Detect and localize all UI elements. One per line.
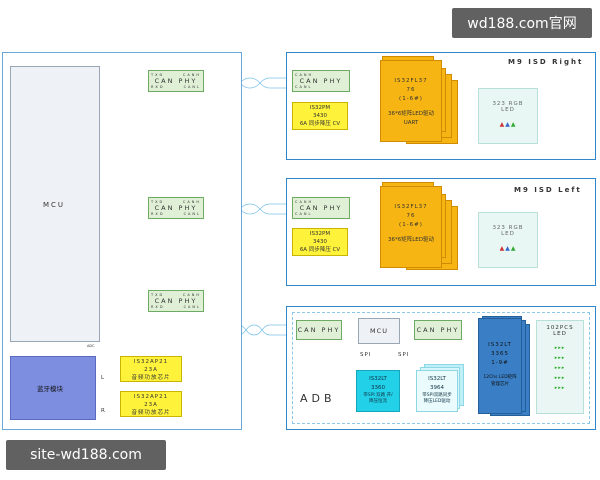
panel-title: M9 ISD Right [508, 58, 584, 66]
channel-l-label: L [101, 375, 105, 381]
rgb-led-icon: ▲▲▲ [499, 121, 517, 128]
bluetooth-label: 蓝牙模块 [37, 385, 63, 393]
adb-inner-dashed [292, 312, 590, 424]
channel-r-label: R [101, 408, 105, 414]
adb-title: ADB [300, 392, 336, 405]
can-phy-label: CAN PHY [154, 297, 198, 305]
can-phy-isd-right: CAN PHY CANH CANL [292, 70, 350, 92]
spi-label-2: SPI [398, 352, 410, 358]
can-phy-isd-left: CAN PHY CANH CANL [292, 197, 350, 219]
watermark-bottom: site-wd188.com [6, 440, 166, 470]
can-phy-2: CAN PHY TXD RXD CANH CANL [148, 197, 204, 219]
can-phy-adb-out: CAN PHY [414, 320, 462, 340]
can-phy-1: CAN PHY TXD RXD CANH CANL [148, 70, 204, 92]
can-phy-adb-in: CAN PHY [296, 320, 342, 340]
panel-title: M9 ISD Left [514, 186, 582, 194]
rgb-led-icon: ▲▲▲ [499, 245, 517, 252]
adb-mcu: MCU [358, 318, 400, 344]
can-phy-label: CAN PHY [154, 77, 198, 85]
led-array-icon: ▸▸▸▸▸▸▸▸▸▸▸▸▸▸▸ [554, 345, 566, 391]
can-phy-3: CAN PHY TXD RXD CANH CANL [148, 290, 204, 312]
main-mcu: MCU ADC [10, 66, 100, 348]
watermark-top: wd188.com官网 [452, 8, 592, 38]
can-phy-label: CAN PHY [154, 204, 198, 212]
spi-label-1: SPI [360, 352, 372, 358]
adc-label: ADC [87, 344, 95, 348]
bluetooth-module: 蓝牙模块 [10, 356, 96, 420]
adb-led-array: 102PCS LED ▸▸▸▸▸▸▸▸▸▸▸▸▸▸▸ [536, 320, 584, 414]
mcu-label: MCU [43, 201, 66, 209]
